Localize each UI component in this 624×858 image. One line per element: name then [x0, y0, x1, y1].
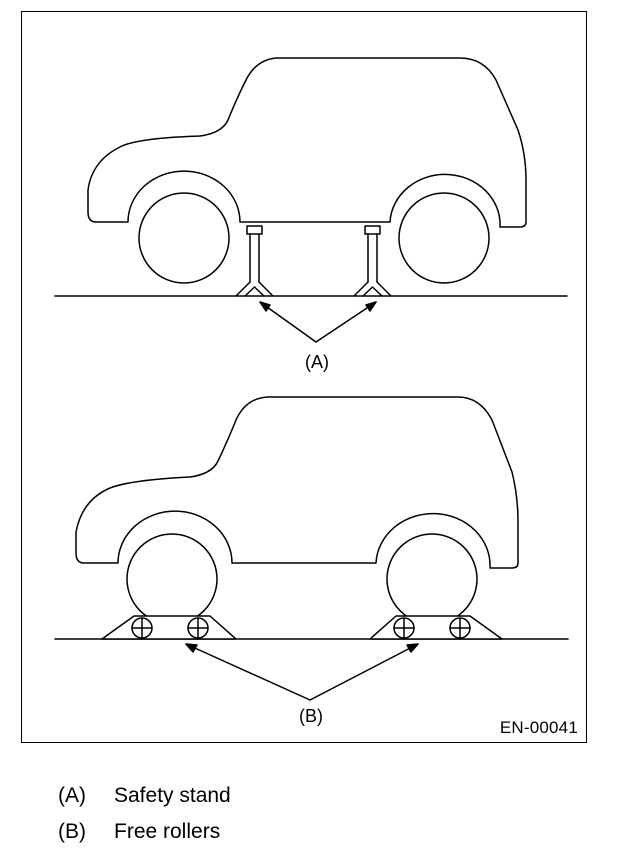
front-wheel-top [138, 192, 230, 284]
legend-item: (A) Safety stand [58, 778, 231, 814]
front-wheel-bottom [126, 533, 218, 625]
figure-id: EN-00041 [499, 718, 578, 737]
car-body-top [87, 57, 527, 228]
free-roller-right [369, 615, 503, 640]
safety-stand-right [353, 225, 392, 297]
label-b-leaders [185, 643, 419, 701]
legend-key: (B) [58, 820, 86, 843]
safety-stand-left [235, 225, 274, 297]
rear-wheel-top [398, 192, 490, 284]
rear-wheel-bottom [386, 533, 478, 625]
label-b: (B) [299, 706, 323, 726]
car-on-safety-stands: (A) [54, 57, 568, 372]
free-roller-left [101, 615, 237, 640]
label-a-leaders [259, 301, 377, 343]
legend-key: (A) [58, 784, 86, 807]
legend-item: (B) Free rollers [58, 814, 231, 850]
car-on-free-rollers: (B) [54, 396, 569, 726]
figure-frame: EN-00041 [21, 11, 587, 743]
car-body-bottom [75, 396, 519, 569]
legend: (A) Safety stand (B) Free rollers [58, 778, 231, 850]
legend-text: Free rollers [114, 820, 221, 843]
label-a: (A) [305, 352, 329, 372]
legend-text: Safety stand [114, 784, 231, 807]
